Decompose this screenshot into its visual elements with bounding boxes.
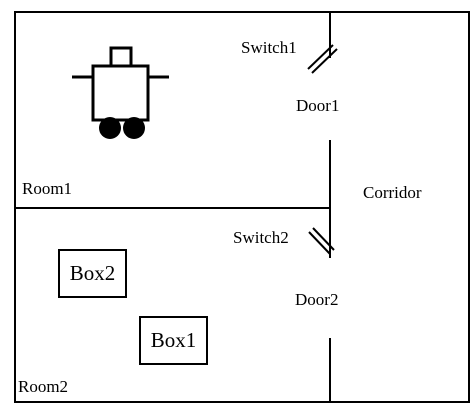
door1-label: Door1 — [296, 96, 339, 115]
switch1-label: Switch1 — [241, 38, 297, 57]
switch2-symbol — [308, 227, 335, 255]
switch1-symbol — [307, 44, 338, 74]
box2: Box2 — [58, 249, 127, 298]
robot-icon — [72, 46, 169, 139]
box1: Box1 — [139, 316, 208, 365]
door2-label: Door2 — [295, 290, 338, 309]
room1-label: Room1 — [22, 179, 72, 198]
room2-label: Room2 — [18, 377, 68, 396]
corridor-label: Corridor — [363, 183, 422, 202]
box1-label: Box1 — [151, 328, 197, 352]
switch2-label: Switch2 — [233, 228, 289, 247]
box2-label: Box2 — [70, 261, 116, 285]
